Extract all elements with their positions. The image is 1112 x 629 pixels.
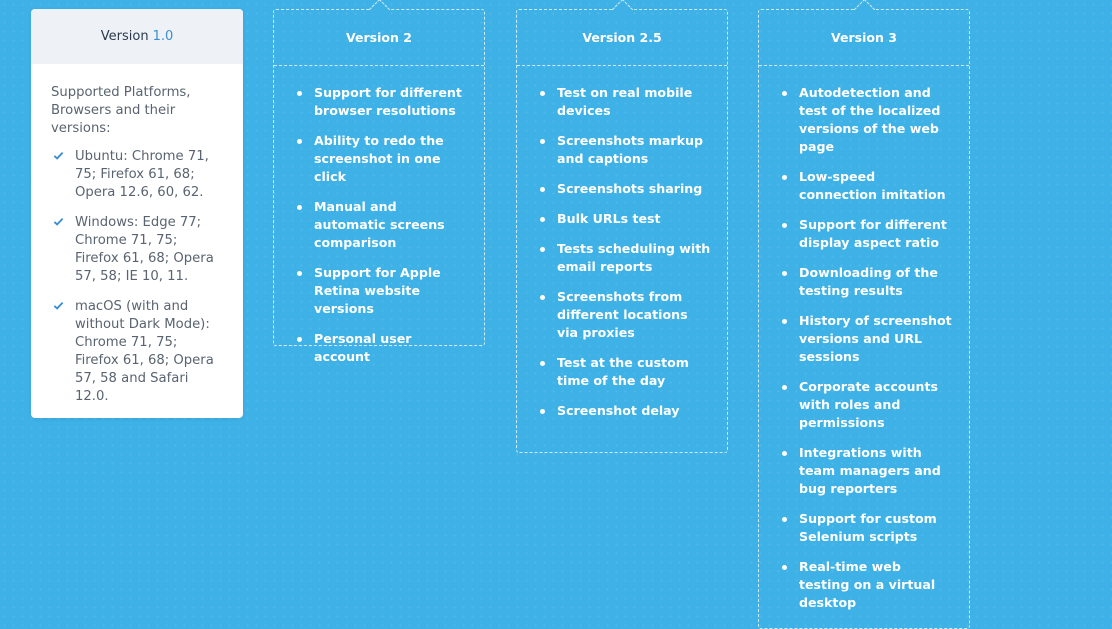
list-item-text: Integrations with team managers and bug … <box>799 445 941 496</box>
list-item: Support for custom Selenium scripts <box>782 510 953 546</box>
bullet-icon <box>297 205 302 210</box>
list-item-text: Test on real mobile devices <box>557 85 693 118</box>
bullet-icon <box>540 409 545 414</box>
bullet-icon <box>540 247 545 252</box>
list-item: History of screenshot versions and URL s… <box>782 312 953 366</box>
version-1-label: Version <box>100 29 149 44</box>
list-item: macOS (with and without Dark Mode): Chro… <box>51 298 223 406</box>
list-item-text: Bulk URLs test <box>557 211 661 226</box>
list-item: Downloading of the testing results <box>782 264 953 300</box>
list-item: Integrations with team managers and bug … <box>782 444 953 498</box>
list-item: Ubuntu: Chrome 71, 75; Firefox 61, 68; O… <box>51 148 223 202</box>
version-2-5-feature-list: Test on real mobile devices Screenshots … <box>517 84 727 420</box>
bullet-icon <box>540 217 545 222</box>
tab-notch <box>611 0 634 21</box>
version-3-feature-list: Autodetection and test of the localized … <box>759 84 969 612</box>
list-item: Support for different browser resolution… <box>297 84 468 120</box>
bullet-icon <box>540 361 545 366</box>
tab-notch <box>368 0 391 21</box>
list-item: Screenshots sharing <box>540 180 711 198</box>
list-item: Windows: Edge 77; Chrome 71, 75; Firefox… <box>51 214 223 286</box>
bullet-icon <box>540 91 545 96</box>
list-item: Autodetection and test of the localized … <box>782 84 953 156</box>
list-item-text: Support for custom Selenium scripts <box>799 511 937 544</box>
list-item-text: Support for different display aspect rat… <box>799 217 947 250</box>
version-3-card[interactable]: Version 3 Autodetection and test of the … <box>758 0 970 629</box>
check-icon <box>53 217 64 226</box>
version-1-number: 1.0 <box>152 29 174 44</box>
version-2-card[interactable]: Version 2 Support for different browser … <box>273 0 485 364</box>
bullet-icon <box>782 271 787 276</box>
list-item: Support for different display aspect rat… <box>782 216 953 252</box>
version-2-title: Version 2 <box>346 30 412 45</box>
bullet-icon <box>540 187 545 192</box>
list-item-text: Windows: Edge 77; Chrome 71, 75; Firefox… <box>75 215 214 284</box>
list-item-text: Ubuntu: Chrome 71, 75; Firefox 61, 68; O… <box>75 149 209 200</box>
bullet-icon <box>297 139 302 144</box>
list-item: Test on real mobile devices <box>540 84 711 120</box>
list-item: Screenshots markup and captions <box>540 132 711 168</box>
list-item: Real-time web testing on a virtual deskt… <box>782 558 953 612</box>
version-2-header[interactable]: Version 2 <box>274 0 484 66</box>
list-item: Support for Apple Retina website version… <box>297 264 468 318</box>
list-item-text: Tests scheduling with email reports <box>557 241 711 274</box>
bullet-icon <box>297 337 302 342</box>
bullet-icon <box>782 517 787 522</box>
list-item-text: Test at the custom time of the day <box>557 355 689 388</box>
list-item-text: Low-speed connection imitation <box>799 169 946 202</box>
list-item-text: Manual and automatic screens comparison <box>314 199 445 250</box>
list-item: Low-speed connection imitation <box>782 168 953 204</box>
bullet-icon <box>540 139 545 144</box>
bullet-icon <box>782 385 787 390</box>
bullet-icon <box>297 271 302 276</box>
list-item-text: Corporate accounts with roles and permis… <box>799 379 938 430</box>
list-item-text: Screenshots sharing <box>557 181 703 196</box>
version-1-intro: Supported Platforms, Browsers and their … <box>51 85 191 136</box>
version-2-5-card[interactable]: Version 2.5 Test on real mobile devices … <box>516 0 728 453</box>
version-2-feature-list: Support for different browser resolution… <box>274 84 484 366</box>
list-item: Bulk URLs test <box>540 210 711 228</box>
list-item: Corporate accounts with roles and permis… <box>782 378 953 432</box>
bullet-icon <box>782 91 787 96</box>
list-item: Personal user account <box>297 330 468 366</box>
version-2-5-header[interactable]: Version 2.5 <box>517 0 727 66</box>
list-item-text: Real-time web testing on a virtual deskt… <box>799 559 936 610</box>
version-1-header: Version 1.0 <box>31 9 243 64</box>
bullet-icon <box>782 565 787 570</box>
list-item: Manual and automatic screens comparison <box>297 198 468 252</box>
bullet-icon <box>782 319 787 324</box>
list-item-text: Personal user account <box>314 331 412 364</box>
list-item-text: Screenshot delay <box>557 403 680 418</box>
list-item-text: Screenshots markup and captions <box>557 133 703 166</box>
list-item-text: Support for Apple Retina website version… <box>314 265 441 316</box>
tab-notch <box>853 0 876 21</box>
list-item: Screenshot delay <box>540 402 711 420</box>
bullet-icon <box>782 223 787 228</box>
version-2-5-title: Version 2.5 <box>582 30 662 45</box>
list-item-text: Screenshots from different locations via… <box>557 289 688 340</box>
bullet-icon <box>782 451 787 456</box>
bullet-icon <box>540 295 545 300</box>
version-3-header[interactable]: Version 3 <box>759 0 969 66</box>
version-1-card: Version 1.0 Supported Platforms, Browser… <box>31 9 243 418</box>
list-item-text: Autodetection and test of the localized … <box>799 85 941 154</box>
list-item: Tests scheduling with email reports <box>540 240 711 276</box>
check-icon <box>53 151 64 160</box>
check-icon <box>53 301 64 310</box>
version-1-platform-list: Ubuntu: Chrome 71, 75; Firefox 61, 68; O… <box>51 148 223 406</box>
list-item-text: macOS (with and without Dark Mode): Chro… <box>75 299 214 404</box>
list-item-text: Ability to redo the screenshot in one cl… <box>314 133 444 184</box>
list-item-text: Downloading of the testing results <box>799 265 938 298</box>
list-item: Ability to redo the screenshot in one cl… <box>297 132 468 186</box>
list-item: Test at the custom time of the day <box>540 354 711 390</box>
bullet-icon <box>782 175 787 180</box>
version-3-title: Version 3 <box>831 30 897 45</box>
bullet-icon <box>297 91 302 96</box>
list-item: Screenshots from different locations via… <box>540 288 711 342</box>
list-item-text: History of screenshot versions and URL s… <box>799 313 952 364</box>
list-item-text: Support for different browser resolution… <box>314 85 462 118</box>
